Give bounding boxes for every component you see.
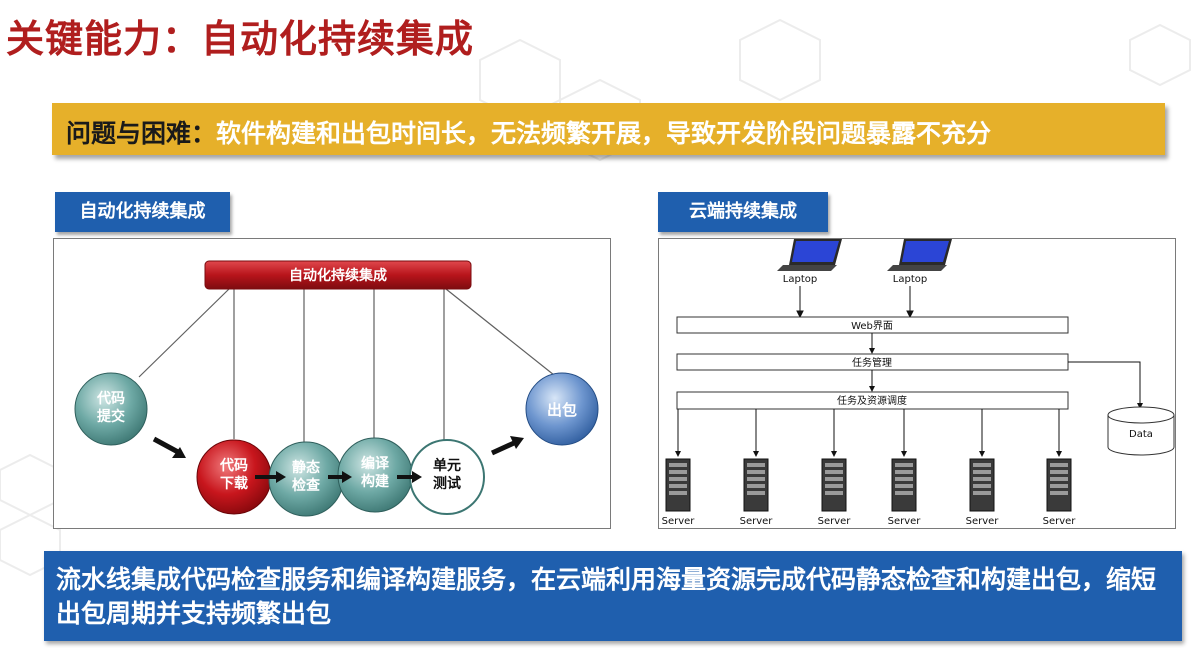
server-icon	[891, 458, 917, 512]
data-store-icon: Data	[1107, 406, 1175, 456]
server-icon	[1046, 458, 1072, 512]
server-icon	[743, 458, 769, 512]
server-3: Server	[818, 409, 852, 527]
step-package: 出包	[525, 372, 599, 446]
laptop-icon-2: Laptop	[887, 239, 952, 285]
page-title: 关键能力：自动化持续集成	[6, 17, 475, 61]
scheduler-label: 任务及资源调度	[837, 394, 907, 407]
connector-lines	[138, 288, 560, 444]
arrow-test-to-package	[490, 436, 524, 456]
server-label: Server	[662, 516, 696, 527]
step-code-commit: 代码 提交	[74, 372, 148, 446]
step-compile-build-line2: 构建	[361, 473, 389, 490]
step-compile-build-line1: 编译	[361, 455, 390, 472]
step-package-label: 出包	[547, 401, 577, 419]
laptop-label-1: Laptop	[783, 274, 817, 285]
summary-text: 流水线集成代码检查服务和编译构建服务，在云端利用海量资源完成代码静态检查和构建出…	[56, 565, 1157, 628]
step-unit-test: 单元 测试	[409, 439, 485, 515]
right-diagram-panel: Laptop Laptop Web界面 任务管理	[658, 238, 1176, 529]
laptop-label-2: Laptop	[893, 274, 927, 285]
server-label: Server	[740, 516, 774, 527]
problem-banner: 问题与困难：软件构建和出包时间长，无法频繁开展，导致开发阶段问题暴露不充分	[52, 103, 1165, 155]
server-4: Server	[888, 409, 922, 527]
server-5: Server	[966, 409, 1000, 527]
server-group: Server Server Server Server Server Server	[662, 409, 1077, 527]
server-6: Server	[1043, 409, 1077, 527]
server-label: Server	[888, 516, 922, 527]
problem-body: 软件构建和出包时间长，无法频繁开展，导致开发阶段问题暴露不充分	[216, 119, 992, 148]
server-label: Server	[966, 516, 1000, 527]
ci-banner-label: 自动化持续集成	[289, 267, 387, 284]
laptop-arrows	[796, 286, 914, 319]
step-code-download: 代码 下载	[196, 439, 272, 515]
task-management-label: 任务管理	[852, 356, 892, 369]
server-2: Server	[740, 409, 774, 527]
problem-label: 问题与困难：	[66, 119, 217, 148]
problem-text: 问题与困难：软件构建和出包时间长，无法频繁开展，导致开发阶段问题暴露不充分	[66, 114, 991, 150]
ci-banner: 自动化持续集成	[204, 260, 472, 290]
server-icon	[969, 458, 995, 512]
data-store-label: Data	[1129, 429, 1153, 440]
task-management-bar: 任务管理	[676, 353, 1069, 371]
server-1: Server	[662, 409, 696, 527]
scheduler-bar: 任务及资源调度	[676, 391, 1069, 410]
step-code-download-line1: 代码	[219, 457, 248, 474]
left-section-tab: 自动化持续集成	[55, 192, 230, 232]
step-static-check-line2: 检查	[292, 477, 321, 494]
step-code-commit-line2: 提交	[97, 408, 125, 425]
step-static-check-line1: 静态	[292, 459, 320, 476]
cloud-ci-diagram: Laptop Laptop Web界面 任务管理	[662, 239, 1175, 527]
left-diagram-panel: 自动化持续集成 代码 提交 代码 下载 静态 检查 编译 构建	[53, 238, 611, 529]
step-arrows	[255, 471, 422, 483]
web-ui-label: Web界面	[851, 320, 893, 332]
step-unit-test-line2: 测试	[433, 475, 461, 492]
step-code-commit-line1: 代码	[96, 390, 125, 407]
laptop-icon-1: Laptop	[777, 239, 842, 285]
step-unit-test-line1: 单元	[433, 457, 461, 474]
server-icon	[821, 458, 847, 512]
step-code-download-line2: 下载	[220, 475, 248, 492]
arrow-commit-to-download	[152, 436, 186, 458]
server-label: Server	[1043, 516, 1077, 527]
step-compile-build: 编译 构建	[337, 437, 413, 513]
server-icon	[665, 458, 691, 512]
summary-banner: 流水线集成代码检查服务和编译构建服务，在云端利用海量资源完成代码静态检查和构建出…	[44, 551, 1182, 641]
web-ui-bar: Web界面	[676, 316, 1069, 334]
ci-pipeline-diagram: 自动化持续集成 代码 提交 代码 下载 静态 检查 编译 构建	[74, 260, 599, 517]
right-section-tab: 云端持续集成	[658, 192, 828, 232]
server-label: Server	[818, 516, 852, 527]
